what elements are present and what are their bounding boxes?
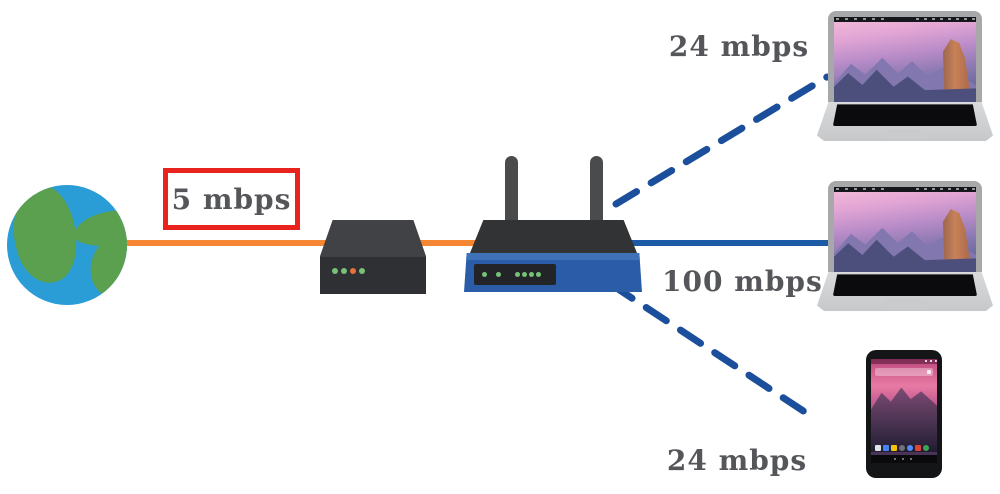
tablet-wallpaper-mountain bbox=[871, 387, 937, 452]
router-led-6 bbox=[536, 272, 541, 277]
app-icon bbox=[915, 445, 921, 451]
laptop-base bbox=[817, 102, 993, 141]
tablet-nav-bar bbox=[871, 455, 937, 463]
tablet-search-icon bbox=[927, 370, 931, 374]
app-icon bbox=[883, 445, 889, 451]
laptop-icon-middle bbox=[817, 181, 993, 311]
modem-top-face bbox=[320, 220, 426, 257]
router-top-face bbox=[470, 220, 637, 253]
router-led-2 bbox=[496, 272, 501, 277]
laptop-wallpaper bbox=[834, 187, 976, 272]
app-icon bbox=[907, 445, 913, 451]
router-led-3 bbox=[515, 272, 520, 277]
modem-led-3 bbox=[350, 268, 356, 274]
wifi-top-speed-label: 24 mbps bbox=[668, 30, 810, 63]
globe-icon bbox=[7, 185, 127, 305]
wireless-router-icon bbox=[460, 156, 642, 292]
router-led-4 bbox=[522, 272, 527, 277]
modem-led-2 bbox=[341, 268, 347, 274]
laptop-menubar bbox=[834, 187, 976, 192]
router-body-sheen bbox=[464, 253, 642, 260]
tablet-search-bar bbox=[875, 368, 933, 376]
wifi-bottom-speed-label: 24 mbps bbox=[666, 444, 808, 477]
laptop-trackpad bbox=[883, 299, 927, 310]
lan-speed-label: 100 mbps bbox=[662, 265, 823, 298]
app-icon bbox=[875, 445, 881, 451]
laptop-icon-top bbox=[817, 11, 993, 141]
wifi-line-bottom bbox=[608, 281, 821, 424]
laptop-screen bbox=[828, 181, 982, 272]
laptop-keyboard bbox=[832, 274, 978, 297]
laptop-screen bbox=[828, 11, 982, 102]
laptop-wallpaper bbox=[834, 17, 976, 102]
router-led-5 bbox=[529, 272, 534, 277]
tablet-icon bbox=[866, 350, 942, 478]
app-icon bbox=[899, 445, 905, 451]
laptop-menubar bbox=[834, 17, 976, 22]
wifi-line-top bbox=[612, 73, 831, 208]
router-led-1 bbox=[482, 272, 487, 277]
app-icon bbox=[923, 445, 929, 451]
laptop-trackpad bbox=[883, 129, 927, 140]
app-icon bbox=[891, 445, 897, 451]
modem-icon bbox=[320, 220, 426, 294]
tablet-screen bbox=[871, 359, 937, 463]
tablet-status-bar bbox=[871, 359, 937, 364]
router-led-panel bbox=[474, 264, 556, 285]
wan-speed-highlight-box: 5 mbps bbox=[163, 168, 300, 230]
laptop-keyboard bbox=[832, 104, 978, 127]
modem-led-4 bbox=[359, 268, 365, 274]
modem-led-1 bbox=[332, 268, 338, 274]
tablet-app-icons bbox=[875, 445, 929, 451]
wan-speed-label: 5 mbps bbox=[171, 182, 292, 216]
laptop-base bbox=[817, 272, 993, 311]
